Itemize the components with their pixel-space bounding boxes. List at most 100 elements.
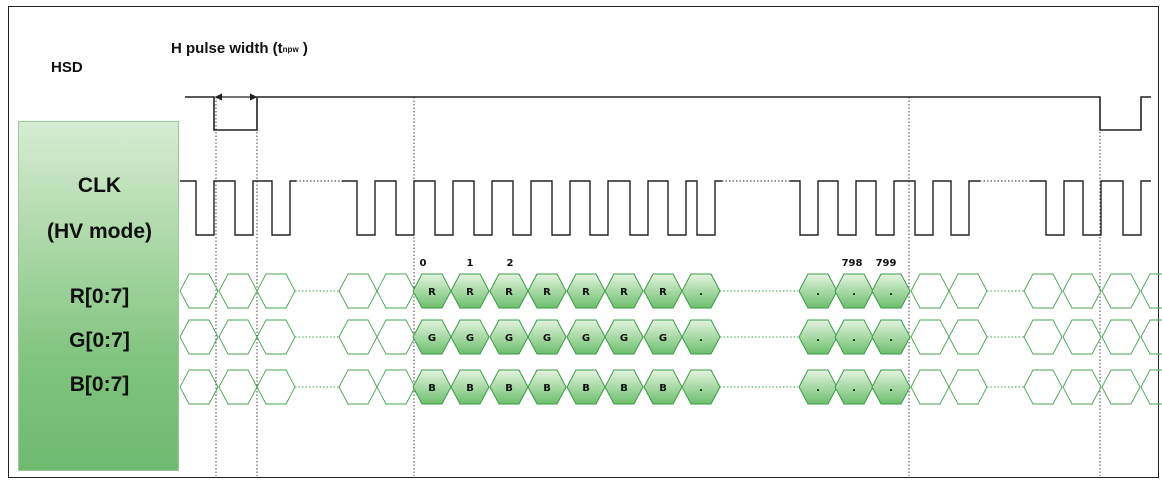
hsd-line bbox=[185, 96, 1151, 131]
cell-letter: R bbox=[659, 287, 667, 298]
empty-cell bbox=[1023, 273, 1063, 309]
cell-letter: . bbox=[889, 333, 893, 344]
empty-cell bbox=[338, 319, 378, 355]
pixel-index-label: 798 bbox=[842, 258, 863, 269]
empty-cell bbox=[1023, 369, 1063, 405]
empty-cell bbox=[1062, 319, 1102, 355]
data-cell bbox=[450, 319, 490, 355]
empty-cell bbox=[179, 369, 219, 405]
empty-cell bbox=[1023, 319, 1063, 355]
data-cell bbox=[527, 273, 567, 309]
clk-label: CLK bbox=[77, 174, 122, 197]
cell-letter: . bbox=[852, 383, 856, 394]
pixel-index-label: 0 bbox=[420, 258, 427, 269]
empty-cell bbox=[910, 319, 950, 355]
pulse-width-text: H pulse width (t bbox=[171, 40, 283, 57]
cell-letter: G bbox=[466, 333, 474, 344]
cell-letter: R bbox=[466, 287, 474, 298]
empty-cell bbox=[376, 273, 416, 309]
r-channel-label: R[0:7] bbox=[69, 285, 130, 308]
empty-cell bbox=[338, 273, 378, 309]
clk-segment-3 bbox=[790, 180, 980, 236]
cell-letter: . bbox=[816, 383, 820, 394]
cell-letter: . bbox=[852, 333, 856, 344]
cell-letter: G bbox=[505, 333, 513, 344]
empty-cell bbox=[910, 273, 950, 309]
hsd-label: HSD bbox=[51, 59, 83, 76]
empty-cell bbox=[948, 369, 988, 405]
clk-segment-2 bbox=[342, 180, 722, 236]
cell-letter: . bbox=[889, 287, 893, 298]
empty-cell bbox=[256, 369, 296, 405]
data-cell bbox=[527, 319, 567, 355]
empty-cell bbox=[338, 369, 378, 405]
cell-letter: R bbox=[620, 287, 628, 298]
cell-letter: . bbox=[852, 287, 856, 298]
clk-segment-1 bbox=[180, 180, 296, 236]
cell-letter: . bbox=[816, 287, 820, 298]
empty-cell bbox=[1140, 273, 1162, 309]
cell-letter: R bbox=[428, 287, 436, 298]
cell-letter: R bbox=[582, 287, 590, 298]
cell-letter: B bbox=[582, 383, 590, 394]
cell-letter: B bbox=[466, 383, 474, 394]
empty-cell bbox=[376, 369, 416, 405]
cell-letter: B bbox=[428, 383, 436, 394]
empty-cell bbox=[179, 319, 219, 355]
cell-letter: G bbox=[543, 333, 551, 344]
empty-cell bbox=[1101, 369, 1141, 405]
empty-cell bbox=[1140, 319, 1162, 355]
cell-letter: B bbox=[620, 383, 628, 394]
empty-cell bbox=[948, 319, 988, 355]
cell-letter: . bbox=[699, 383, 703, 394]
g-channel-label: G[0:7] bbox=[69, 329, 130, 352]
data-cell bbox=[871, 319, 911, 355]
hsd-waveform bbox=[185, 93, 1151, 131]
empty-cell bbox=[376, 319, 416, 355]
empty-cell bbox=[1062, 369, 1102, 405]
clk-waveform bbox=[180, 180, 1151, 236]
pixel-index-label: 2 bbox=[507, 258, 514, 269]
cell-letter: G bbox=[659, 333, 667, 344]
cell-letter: R bbox=[543, 287, 551, 298]
data-cell bbox=[450, 369, 490, 405]
empty-cell bbox=[218, 319, 258, 355]
data-cell bbox=[604, 319, 644, 355]
dotted-guide-lines bbox=[215, 97, 1101, 476]
data-cell bbox=[871, 273, 911, 309]
empty-cell bbox=[218, 273, 258, 309]
cell-letter: B bbox=[659, 383, 667, 394]
signal-name-panel: CLK (HV mode) R[0:7] G[0:7] B[0:7] bbox=[18, 121, 179, 471]
clk-segment-4 bbox=[1030, 180, 1151, 236]
cell-letter: . bbox=[699, 287, 703, 298]
diagram-frame bbox=[8, 6, 1159, 478]
cell-letter: B bbox=[543, 383, 551, 394]
empty-cell bbox=[910, 369, 950, 405]
cell-letter: . bbox=[889, 383, 893, 394]
data-cell bbox=[604, 369, 644, 405]
cell-letter: G bbox=[428, 333, 436, 344]
empty-cell bbox=[948, 273, 988, 309]
bus-row-r: R R R R R R R.... bbox=[179, 273, 1162, 309]
empty-cell bbox=[1062, 273, 1102, 309]
cell-letter: R bbox=[505, 287, 513, 298]
data-cell bbox=[871, 369, 911, 405]
empty-cell bbox=[1140, 369, 1162, 405]
h-pulse-width-label: H pulse width (tnpw ) bbox=[171, 40, 308, 57]
empty-cell bbox=[1101, 273, 1141, 309]
data-cell bbox=[450, 273, 490, 309]
empty-cell bbox=[218, 369, 258, 405]
empty-cell bbox=[179, 273, 219, 309]
b-channel-label: B[0:7] bbox=[69, 373, 130, 396]
pulse-width-close: ) bbox=[298, 40, 308, 57]
empty-cell bbox=[256, 319, 296, 355]
pixel-index-label: 1 bbox=[467, 258, 474, 269]
cell-letter: G bbox=[620, 333, 628, 344]
hv-mode-label: (HV mode) bbox=[47, 220, 152, 243]
pixel-index-label: 799 bbox=[876, 258, 897, 269]
pulse-width-subscript: npw bbox=[282, 45, 299, 54]
cell-letter: . bbox=[816, 333, 820, 344]
